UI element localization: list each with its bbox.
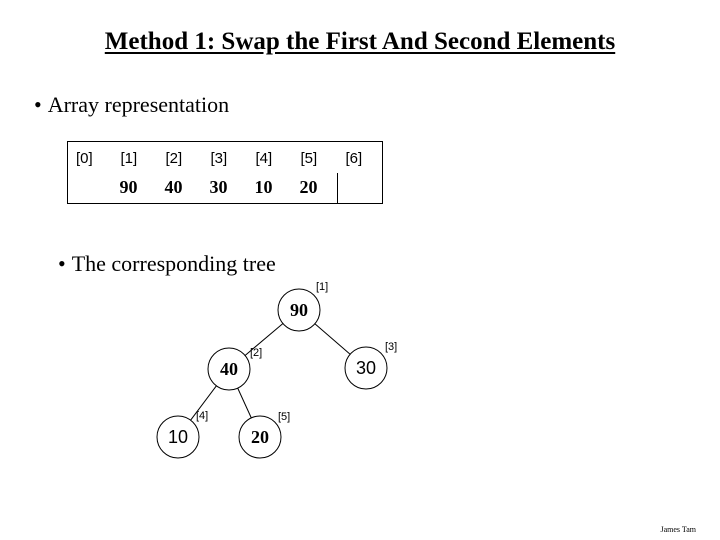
array-index-cell: [1]: [112, 141, 158, 173]
tree-node-circle: [207, 347, 251, 391]
array-table: [0] [1] [2] [3] [4] [5] [6] 90 40 30 10 …: [67, 141, 383, 204]
array-value-cell: [67, 172, 113, 204]
tree-node-value: 40: [220, 359, 238, 379]
tree-node-circle: [277, 288, 321, 332]
bullet-text: Array representation: [47, 92, 230, 117]
tree-node-circle: [238, 415, 282, 459]
array-value-row: 90 40 30 10 20: [67, 172, 383, 204]
array-value-cell: 90: [112, 172, 158, 204]
tree-edges: [190, 323, 351, 421]
bullet-glyph: •: [58, 251, 66, 276]
array-index-cell: [2]: [157, 141, 203, 173]
tree-edge: [237, 387, 252, 419]
tree-node-value: 10: [168, 427, 188, 447]
tree-node: 10 [4]: [156, 410, 208, 459]
array-index-cell: [4]: [247, 141, 293, 173]
array-index-cell: [6]: [337, 141, 383, 173]
bullet-corresponding-tree: •The corresponding tree: [58, 251, 276, 277]
tree-node-index: [3]: [385, 341, 397, 353]
bullet-array-representation: •Array representation: [34, 92, 229, 118]
array-value-cell: 20: [292, 172, 338, 204]
tree-node: 90 [1]: [277, 281, 328, 332]
array-index-row: [0] [1] [2] [3] [4] [5] [6]: [67, 141, 383, 173]
tree-node: 30 [3]: [344, 341, 397, 390]
tree-node-value: 20: [251, 427, 269, 447]
tree-node-circle: [156, 415, 200, 459]
array-value-cell: 40: [157, 172, 203, 204]
tree-node-index: [4]: [196, 410, 208, 422]
bullet-glyph: •: [34, 92, 42, 117]
tree-nodes: 90 [1] 40 [2] 30 [3] 10 [4] 20 [5]: [156, 281, 397, 459]
tree-node-value: 90: [290, 300, 308, 320]
array-value-cell: 10: [247, 172, 293, 204]
tree-edge: [190, 385, 217, 421]
tree-edge: [314, 323, 351, 355]
slide-title: Method 1: Swap the First And Second Elem…: [104, 28, 616, 55]
tree-node-index: [1]: [316, 281, 328, 293]
array-index-cell: [3]: [202, 141, 248, 173]
tree-node-index: [2]: [250, 347, 262, 359]
tree-node: 20 [5]: [238, 411, 290, 459]
tree-node-index: [5]: [278, 411, 290, 423]
tree-node-circle: [344, 346, 388, 390]
array-value-cell: 30: [202, 172, 248, 204]
tree-edge: [244, 323, 284, 356]
array-value-cell: [337, 172, 383, 204]
array-index-cell: [0]: [67, 141, 113, 173]
author-footer: James Tam: [660, 525, 696, 534]
bullet-text: The corresponding tree: [71, 251, 276, 276]
array-index-cell: [5]: [292, 141, 338, 173]
tree-node: 40 [2]: [207, 347, 262, 391]
tree-node-value: 30: [356, 358, 376, 378]
